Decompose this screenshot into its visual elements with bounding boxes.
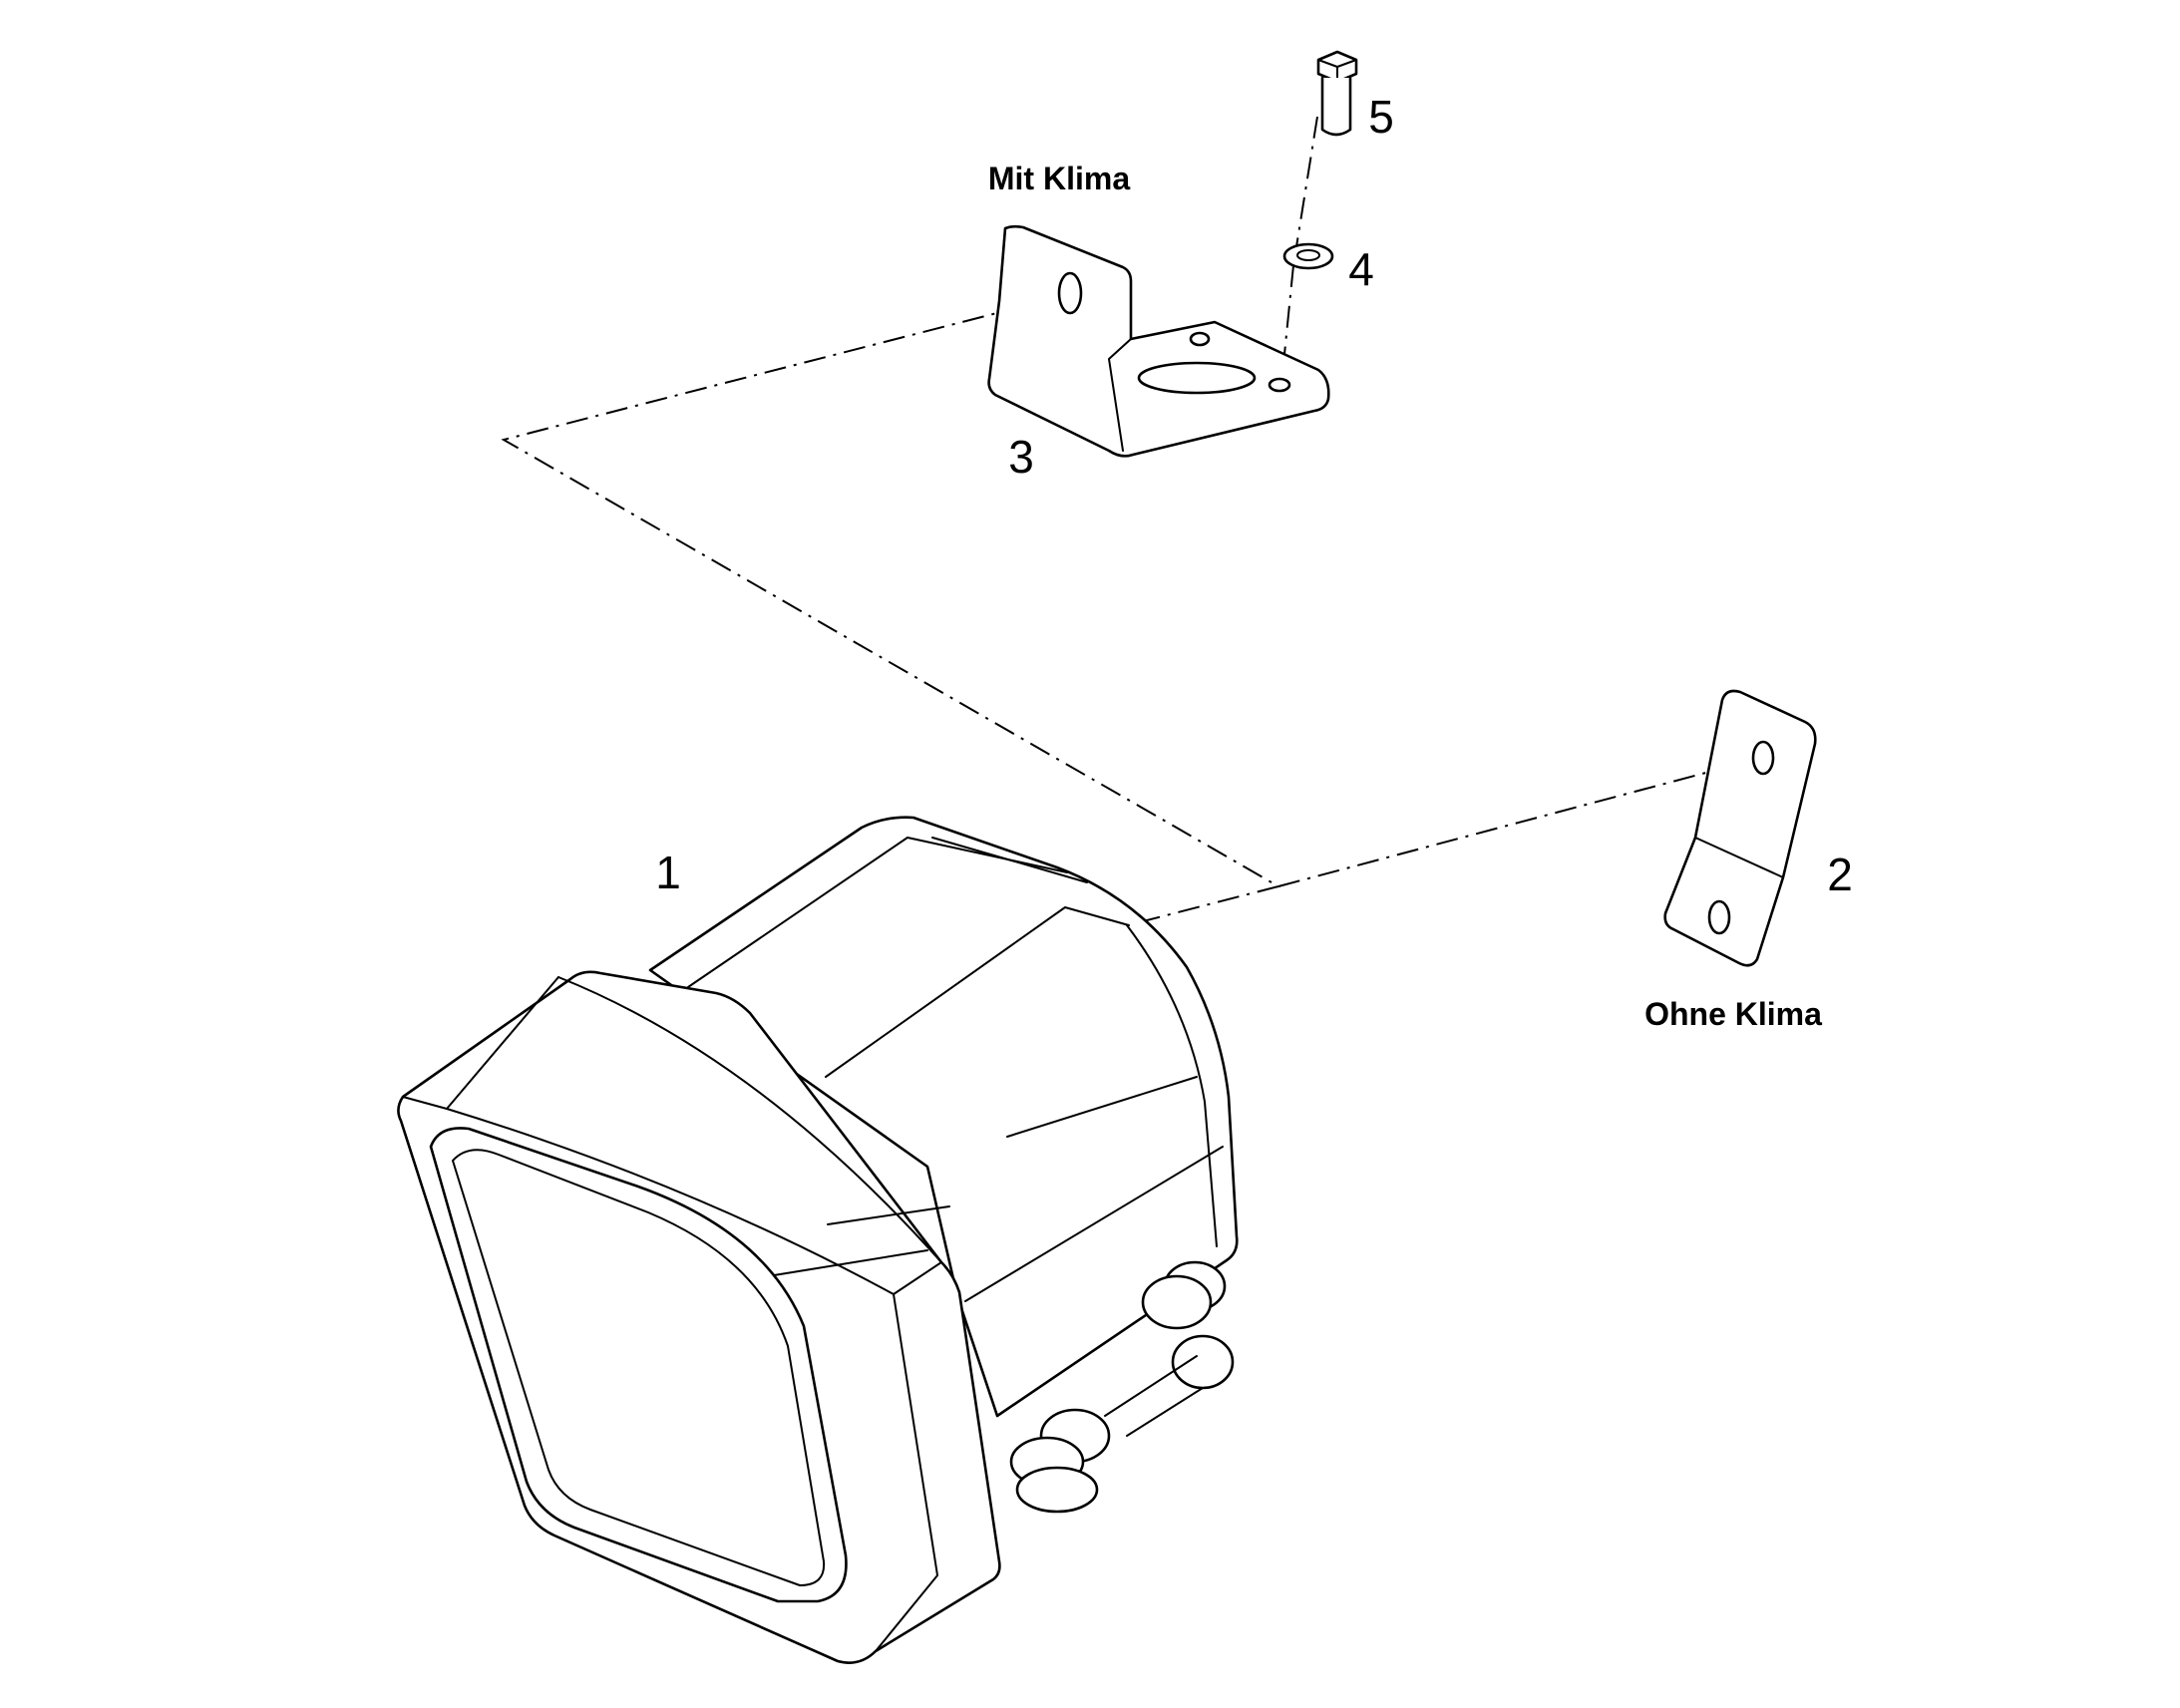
work-lamp-part (397, 816, 1239, 1664)
callout-3: 3 (1008, 431, 1034, 483)
callout-5: 5 (1368, 91, 1394, 143)
mounting-feet (1009, 1260, 1235, 1514)
caption-with-ac: Mit Klima (988, 161, 1130, 196)
washer-part (1282, 242, 1334, 270)
callout-1: 1 (655, 847, 681, 898)
callout-labels: 1 2 3 4 5 (655, 91, 1853, 900)
bolt-part (1316, 50, 1358, 137)
angle-bracket-part (987, 224, 1330, 458)
caption-without-ac: Ohne Klima (1644, 996, 1822, 1032)
callout-4: 4 (1348, 243, 1374, 295)
callout-2: 2 (1827, 849, 1853, 900)
flat-bracket-part (1663, 689, 1817, 967)
assembly-lines (501, 116, 1763, 928)
